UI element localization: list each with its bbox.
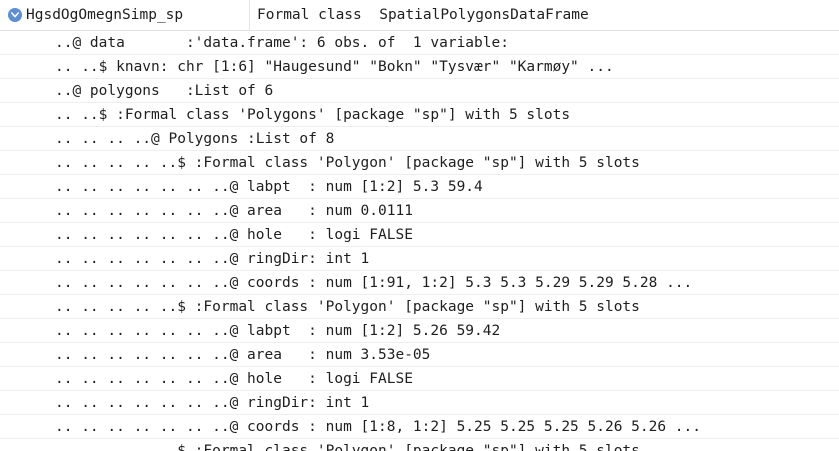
structure-row: .. .. .. ..@ Polygons :List of 8 [0, 127, 839, 151]
structure-row: ..@ data :'data.frame': 6 obs. of 1 vari… [0, 31, 839, 55]
structure-row: .. .. .. .. .. .. ..@ labpt : num [1:2] … [0, 175, 839, 199]
structure-row: .. .. .. .. .. .. ..@ ringDir: int 1 [0, 391, 839, 415]
structure-row: .. .. .. .. ..$ :Formal class 'Polygon' … [0, 439, 839, 451]
structure-row: .. .. .. .. .. .. ..@ labpt : num [1:2] … [0, 319, 839, 343]
object-name-cell: HgsdOgOmegnSimp_sp [0, 0, 250, 30]
structure-row: .. .. .. .. .. .. ..@ area : num 0.0111 [0, 199, 839, 223]
structure-row: .. .. .. .. .. .. ..@ coords : num [1:91… [0, 271, 839, 295]
chevron-down-icon[interactable] [8, 8, 22, 22]
structure-row: .. ..$ :Formal class 'Polygons' [package… [0, 103, 839, 127]
structure-list: ..@ data :'data.frame': 6 obs. of 1 vari… [0, 31, 839, 451]
object-type: Formal class SpatialPolygonsDataFrame [257, 7, 589, 23]
structure-row: .. .. .. .. ..$ :Formal class 'Polygon' … [0, 151, 839, 175]
structure-row: .. .. .. .. .. .. ..@ ringDir: int 1 [0, 247, 839, 271]
object-header-row[interactable]: HgsdOgOmegnSimp_sp Formal class SpatialP… [0, 0, 839, 31]
structure-row: .. .. .. .. .. .. ..@ coords : num [1:8,… [0, 415, 839, 439]
object-name: HgsdOgOmegnSimp_sp [26, 7, 184, 23]
structure-row: .. .. .. .. .. .. ..@ hole : logi FALSE [0, 367, 839, 391]
structure-row: .. .. .. .. ..$ :Formal class 'Polygon' … [0, 295, 839, 319]
structure-row: .. .. .. .. .. .. ..@ area : num 3.53e-0… [0, 343, 839, 367]
structure-row: ..@ polygons :List of 6 [0, 79, 839, 103]
structure-row: .. .. .. .. .. .. ..@ hole : logi FALSE [0, 223, 839, 247]
structure-row: .. ..$ knavn: chr [1:6] "Haugesund" "Bok… [0, 55, 839, 79]
